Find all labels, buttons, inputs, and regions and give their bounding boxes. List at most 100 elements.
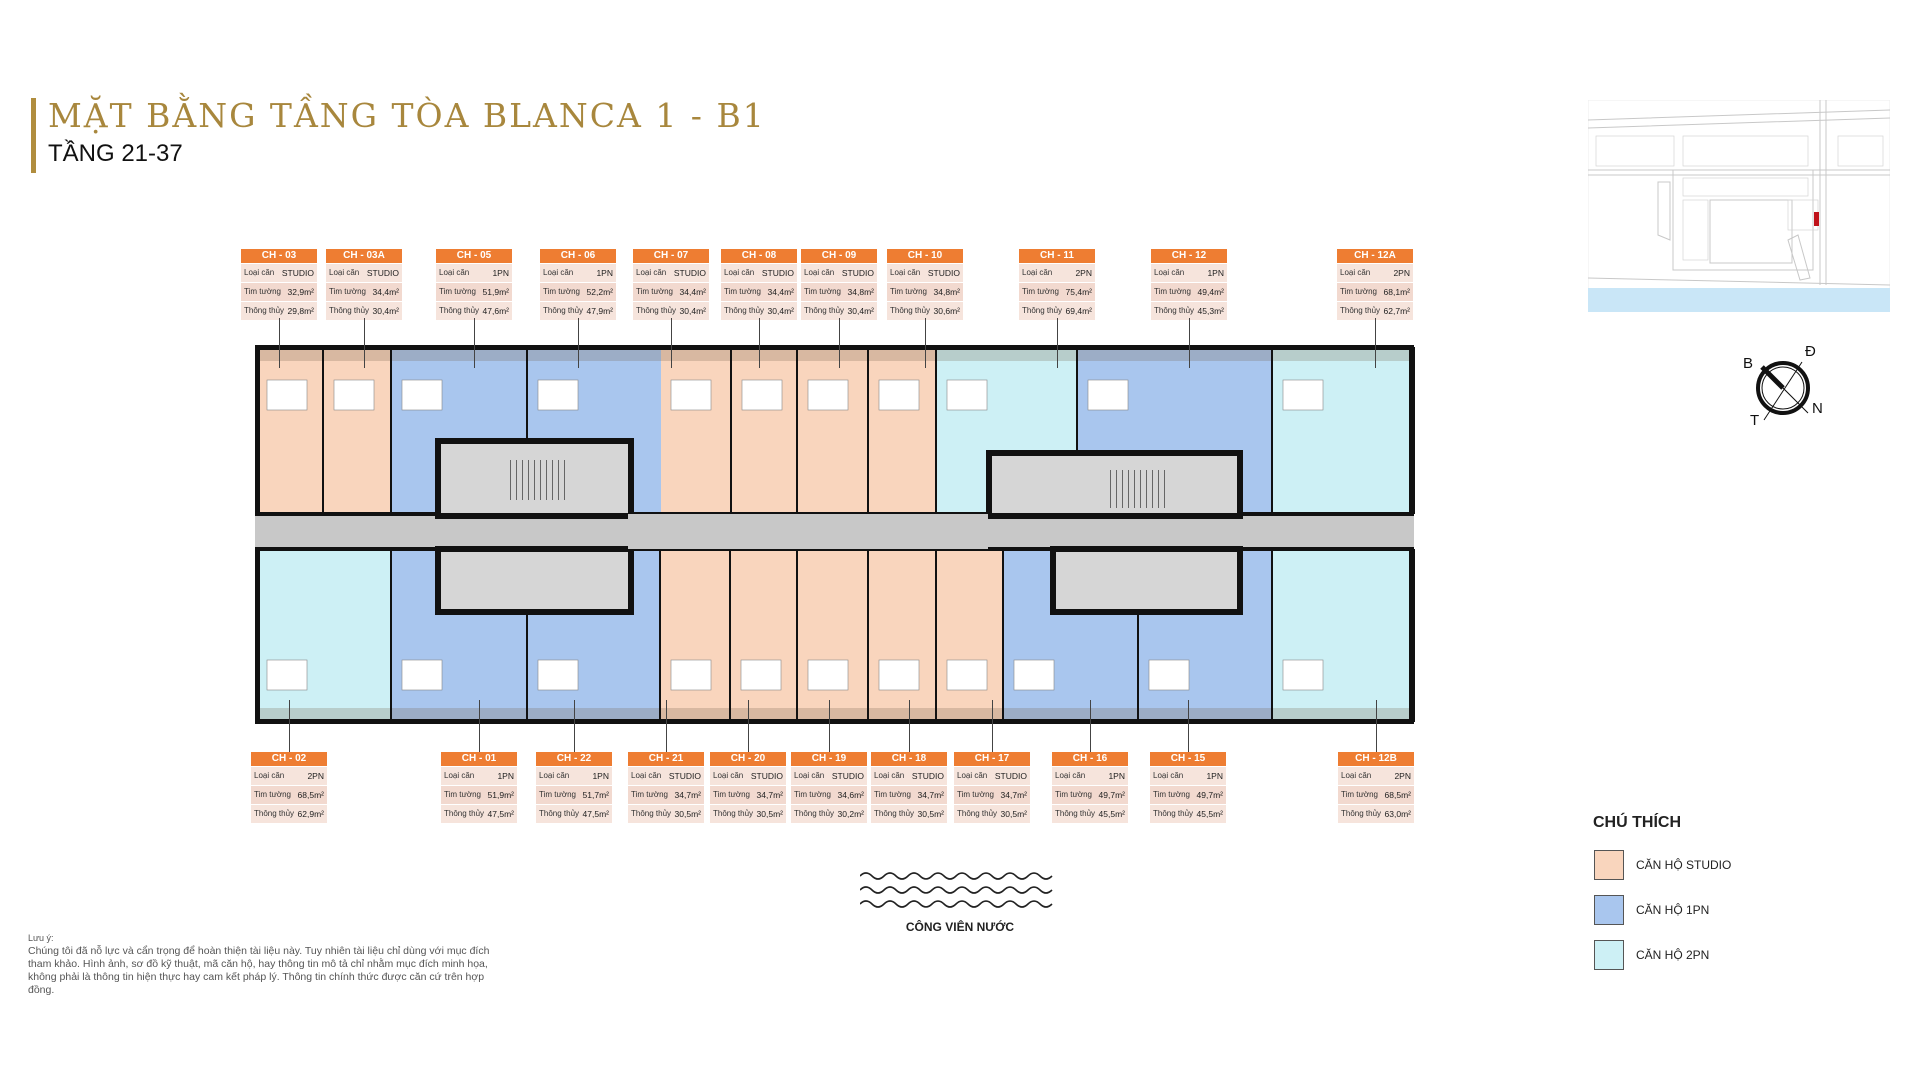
water-area xyxy=(1588,288,1890,312)
gross-area: 49,7m² xyxy=(1098,790,1125,800)
unit-type: STUDIO xyxy=(366,268,399,278)
unit-code: CH - 06 xyxy=(540,249,616,263)
unit-type: 1PN xyxy=(1207,268,1224,278)
unit-ch-02 xyxy=(257,549,392,722)
unit-ch-18 xyxy=(869,549,937,722)
net-area: 30,2m² xyxy=(837,809,864,819)
building-location-marker xyxy=(1814,212,1819,226)
gross-area: 68,5m² xyxy=(297,790,324,800)
legend-label: CĂN HỘ STUDIO xyxy=(1636,858,1732,872)
unit-type: 1PN xyxy=(592,771,609,781)
balcony xyxy=(257,708,392,720)
label: Tim tường xyxy=(713,790,750,799)
net-area: 69,4m² xyxy=(1065,306,1092,316)
net-area: 30,5m² xyxy=(1000,809,1027,819)
net-area: 47,9m² xyxy=(586,306,613,316)
label: Loại căn xyxy=(804,268,835,277)
label: Thông thủy xyxy=(244,306,285,315)
exterior-wall xyxy=(255,549,260,724)
unit-code: CH - 17 xyxy=(954,752,1030,766)
page-subtitle: TẦNG 21-37 xyxy=(48,140,183,167)
gross-area: 34,4m² xyxy=(372,287,399,297)
label: Tim tường xyxy=(543,287,580,296)
unit-code: CH - 07 xyxy=(633,249,709,263)
notes-text: Chúng tôi đã nỗ lực và cẩn trọng để hoàn… xyxy=(28,945,490,996)
unit-code: CH - 02 xyxy=(251,752,327,766)
label: Thông thủy xyxy=(631,809,672,818)
compass-east-label: Đ xyxy=(1805,343,1816,360)
label: Tim tường xyxy=(631,790,668,799)
site-location-map xyxy=(1588,100,1890,312)
bed xyxy=(878,379,920,411)
unit-type-row: Loại căn STUDIO xyxy=(801,263,877,282)
bed xyxy=(401,379,443,411)
stair-step xyxy=(510,460,511,500)
gross-area: 51,9m² xyxy=(482,287,509,297)
label: Thông thủy xyxy=(1055,809,1096,818)
label: Loại căn xyxy=(1055,771,1086,780)
label: Tim tường xyxy=(890,287,927,296)
label: Loại căn xyxy=(539,771,570,780)
label: Thông thủy xyxy=(539,809,580,818)
balcony xyxy=(798,349,869,361)
net-area: 45,5m² xyxy=(1098,809,1125,819)
stair-step xyxy=(546,460,547,500)
stair-step xyxy=(1116,470,1117,508)
label: Tim tường xyxy=(1341,790,1378,799)
bed xyxy=(807,659,849,691)
compass-icon xyxy=(1756,361,1810,421)
gross-area-row: Tim tường 52,2m² xyxy=(540,282,616,301)
unit-type: 2PN xyxy=(1075,268,1092,278)
label: Thông thủy xyxy=(254,809,295,818)
unit-type: STUDIO xyxy=(841,268,874,278)
leader-line xyxy=(364,318,365,368)
label: Thông thủy xyxy=(1022,306,1063,315)
balcony xyxy=(937,708,1004,720)
label: Tim tường xyxy=(444,790,481,799)
stair-step xyxy=(1128,470,1129,508)
bed xyxy=(333,379,375,411)
label: Loại căn xyxy=(1341,771,1372,780)
net-area: 30,4m² xyxy=(679,306,706,316)
elevator-core xyxy=(1050,546,1243,615)
unit-type: 1PN xyxy=(1108,771,1125,781)
gross-area: 34,7m² xyxy=(674,790,701,800)
net-area: 62,9m² xyxy=(297,809,324,819)
net-area: 63,0m² xyxy=(1384,809,1411,819)
net-area: 30,4m² xyxy=(767,306,794,316)
balcony xyxy=(324,349,392,361)
label: Thông thủy xyxy=(794,809,835,818)
bed xyxy=(946,379,988,411)
gross-area: 52,2m² xyxy=(586,287,613,297)
leader-line xyxy=(1057,318,1058,368)
water-waves-icon xyxy=(860,872,1053,908)
gross-area: 49,7m² xyxy=(1196,790,1223,800)
unit-ch-17 xyxy=(937,549,1004,722)
label: Tim tường xyxy=(539,790,576,799)
stair-step xyxy=(1158,470,1159,508)
balcony xyxy=(798,708,869,720)
net-area: 30,5m² xyxy=(917,809,944,819)
unit-code: CH - 15 xyxy=(1150,752,1226,766)
exterior-wall xyxy=(1409,345,1414,515)
stair-step xyxy=(528,460,529,500)
unit-code: CH - 09 xyxy=(801,249,877,263)
label: Tim tường xyxy=(1022,287,1059,296)
exterior-wall xyxy=(255,719,1414,724)
stair-step xyxy=(534,460,535,500)
bed xyxy=(537,659,579,691)
gross-area: 68,1m² xyxy=(1383,287,1410,297)
